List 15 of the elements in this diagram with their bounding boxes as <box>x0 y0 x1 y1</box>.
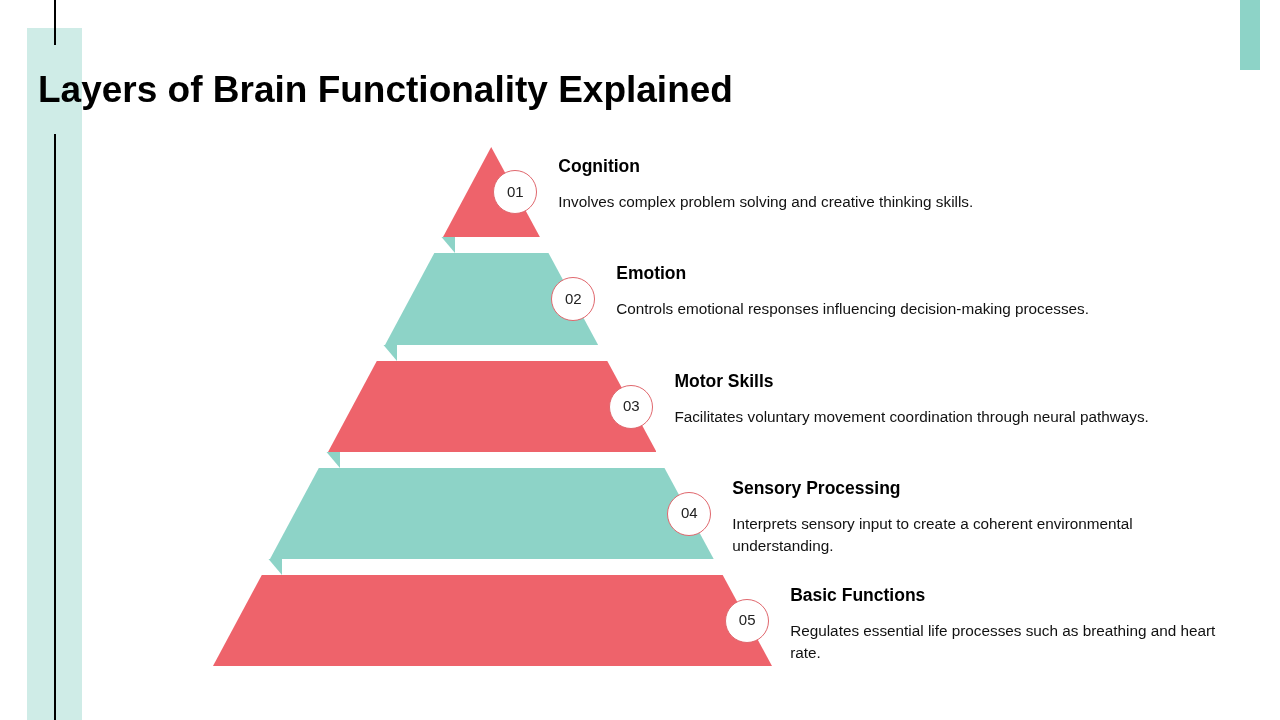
layer-description: Regulates essential life processes such as breathing and heart rate. <box>790 620 1217 663</box>
layer-heading: Cognition <box>558 155 640 177</box>
pyramid-layer <box>268 468 714 575</box>
layer-description: Controls emotional responses influencing decision-making processes. <box>616 299 1089 319</box>
layer-description: Interprets sensory input to create a coherent environmental understanding. <box>732 513 1134 556</box>
layer-heading: Motor Skills <box>674 369 774 392</box>
slide-title: Layers of Brain Functionality Explained <box>38 68 733 112</box>
layer-heading: Emotion <box>616 262 687 284</box>
layer-description: Involves complex problem solving and creative thinking skills. <box>558 192 974 212</box>
pyramid-layer <box>382 253 599 361</box>
layer-description: Facilitates voluntary movement coordination through neural pathways. <box>674 406 1149 427</box>
pyramid-layer <box>210 575 772 666</box>
pyramid-layer <box>325 361 656 468</box>
layer-heading: Basic Functions <box>790 583 926 606</box>
layer-heading: Sensory Processing <box>732 476 901 499</box>
